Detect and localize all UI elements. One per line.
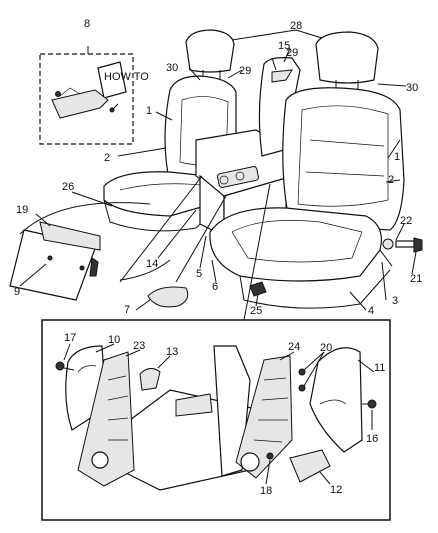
callout-10: 10 xyxy=(108,334,120,346)
callout-17: 17 xyxy=(64,332,76,344)
callout-15: 15 xyxy=(278,40,290,52)
callout-20: 20 xyxy=(320,342,332,354)
callout-30a: 30 xyxy=(166,62,178,74)
part-25-pivot xyxy=(249,281,267,297)
callout-9: 9 xyxy=(14,286,20,298)
kit-latch-part xyxy=(51,89,109,119)
console-cupholder xyxy=(217,166,259,188)
callout-18: 18 xyxy=(260,485,272,497)
leader-lines xyxy=(19,29,417,485)
right-cushion xyxy=(209,207,382,282)
callout-8: 8 xyxy=(84,18,90,30)
callout-26: 26 xyxy=(62,181,74,193)
callout-28: 28 xyxy=(290,20,302,32)
callout-5: 5 xyxy=(196,268,202,280)
left-headrest xyxy=(185,29,235,73)
callout-23: 23 xyxy=(133,340,145,352)
recliner-bolt-kit xyxy=(382,237,423,253)
part-13 xyxy=(139,368,161,391)
trim-cover-detail xyxy=(9,202,171,301)
callout-19: 19 xyxy=(16,204,28,216)
callout-22: 22 xyxy=(400,215,412,227)
right-side-trim xyxy=(258,57,301,157)
callout-12: 12 xyxy=(330,484,342,496)
right-headrest xyxy=(315,31,379,84)
part-7-cover xyxy=(147,286,189,308)
handle-12 xyxy=(289,449,331,483)
callout-14: 14 xyxy=(146,258,158,270)
callout-7: 7 xyxy=(124,304,130,316)
callout-13: 13 xyxy=(166,346,178,358)
callout-25: 25 xyxy=(250,305,262,317)
callout-30b: 30 xyxy=(406,82,418,94)
callout-21: 21 xyxy=(410,273,422,285)
booklet-text: HOW TO xyxy=(104,71,149,83)
callout-2a: 2 xyxy=(104,152,110,164)
right-seat xyxy=(209,31,405,309)
callout-11: 11 xyxy=(374,362,385,374)
detail-inset xyxy=(41,319,391,521)
callout-2b: 2 xyxy=(388,174,394,186)
callout-29b: 29 xyxy=(286,47,298,59)
callout-labels: 8 28 15 29 30 29 30 1 1 2 2 26 19 22 14 … xyxy=(14,18,422,497)
callout-3: 3 xyxy=(392,295,398,307)
repair-kit-box: HOW TO xyxy=(39,53,149,145)
instruction-booklet xyxy=(97,61,127,99)
trim-bar xyxy=(39,221,101,251)
callout-24: 24 xyxy=(288,341,300,353)
callout-4: 4 xyxy=(368,305,374,317)
recliner-23 xyxy=(77,351,135,487)
right-seatback xyxy=(282,87,405,231)
callout-1b: 1 xyxy=(394,151,400,163)
callout-6: 6 xyxy=(212,281,218,293)
callout-16: 16 xyxy=(366,433,378,445)
callout-29a: 29 xyxy=(239,65,251,77)
callout-1a: 1 xyxy=(146,105,152,117)
